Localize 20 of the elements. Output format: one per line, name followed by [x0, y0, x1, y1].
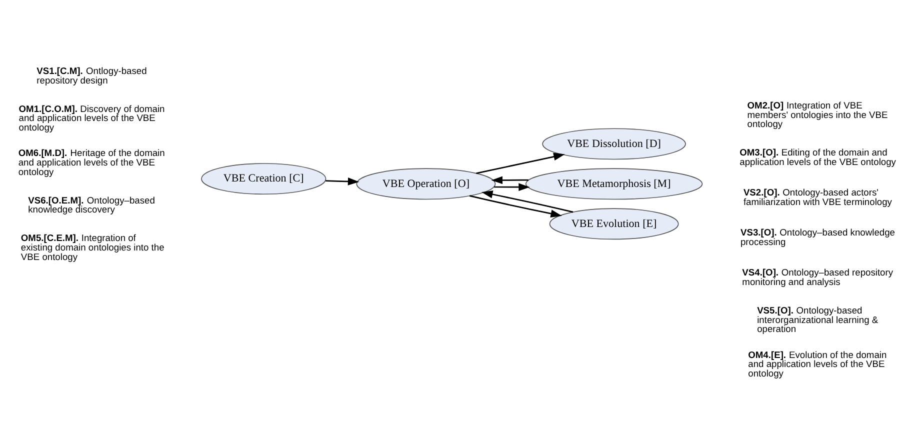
- label: VS2.[O]. Ontology-based actors' familiarization with VBE terminology: [743, 187, 892, 207]
- label: OM3.[O]. Editing of the domain and application levels of the VBE ontology: [740, 147, 896, 167]
- label: VS3.[O]. Ontology–based knowledge processing: [740, 227, 895, 247]
- arrow: [326, 177, 360, 185]
- label: OM5.[C.E.M]. Integration of existing domain ontologies into the VBE ontology: [20, 232, 164, 262]
- arrow: [491, 176, 528, 184]
- label: OM4.[E]. Evolution of the domain and application levels of the VBE ontology: [748, 349, 887, 378]
- arrow: [481, 190, 574, 212]
- label: VS4.[O]. Ontology–based repository monitoring and analysis: [742, 267, 894, 287]
- arrow: [494, 182, 530, 191]
- label: VS5.[O]. Ontology-based interorganizational learning & operation: [757, 305, 878, 334]
- node-ellipse: VBE Creation [C]: [201, 162, 326, 194]
- label: OM1.[C.O.M]. Discovery of domain and application levels of the VBE ontology: [18, 103, 165, 132]
- label: VS1.[C.M]. Ontlogy-based repository design: [36, 65, 147, 85]
- node-ellipse: VBE Metamorphosis [M]: [525, 168, 703, 200]
- arrow: [469, 194, 562, 217]
- label: OM2.[O] Integration of VBE members' ontologies into the VBE ontology: [747, 100, 888, 129]
- label: VS6.[O.E.M]. Ontology–based knowledge discovery: [28, 194, 155, 214]
- label: OM6.[M.D]. Heritage of the domain and application levels of the VBE ontology: [18, 148, 165, 176]
- arrow: [476, 152, 565, 174]
